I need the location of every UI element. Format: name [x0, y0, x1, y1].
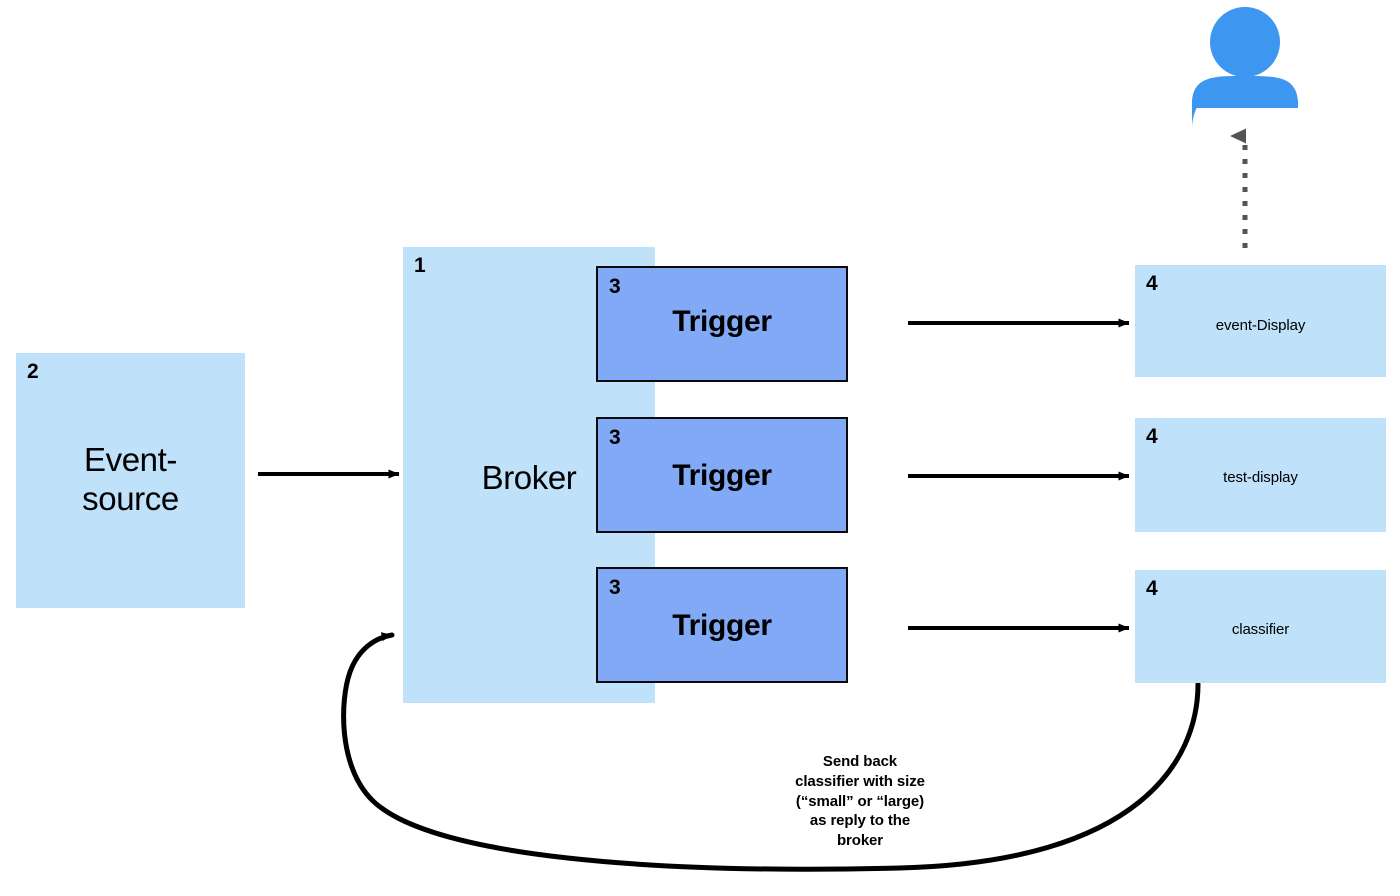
trigger-number-3: 3: [609, 576, 621, 599]
broker-number: 1: [414, 254, 426, 277]
event-source-box[interactable]: 2: [16, 353, 245, 608]
trigger-number-1: 3: [609, 275, 621, 298]
trigger-label-1: Trigger: [672, 305, 772, 338]
service-box-test-display[interactable]: 4 test-display: [1135, 418, 1386, 532]
trigger-number-2: 3: [609, 426, 621, 449]
feedback-note: Send back classifier with size (“small” …: [795, 753, 925, 850]
service-number-3: 4: [1146, 577, 1158, 600]
service-number-2: 4: [1146, 425, 1158, 448]
trigger-box-2[interactable]: 3 Trigger: [596, 417, 848, 533]
service-label-event-display: event-Display: [1215, 317, 1306, 334]
trigger-box-3[interactable]: 3 Trigger: [596, 567, 848, 683]
event-source-number: 2: [27, 360, 39, 383]
service-number-1: 4: [1146, 272, 1158, 295]
person-icon: [1192, 7, 1298, 130]
service-label-test-display: test-display: [1223, 469, 1298, 486]
service-box-classifier[interactable]: 4 classifier: [1135, 570, 1386, 683]
trigger-label-3: Trigger: [672, 609, 772, 642]
service-label-classifier: classifier: [1231, 621, 1290, 638]
trigger-label-2: Trigger: [672, 459, 772, 492]
trigger-box-1[interactable]: 3 Trigger: [596, 266, 848, 382]
service-box-event-display[interactable]: 4 event-Display: [1135, 265, 1386, 377]
